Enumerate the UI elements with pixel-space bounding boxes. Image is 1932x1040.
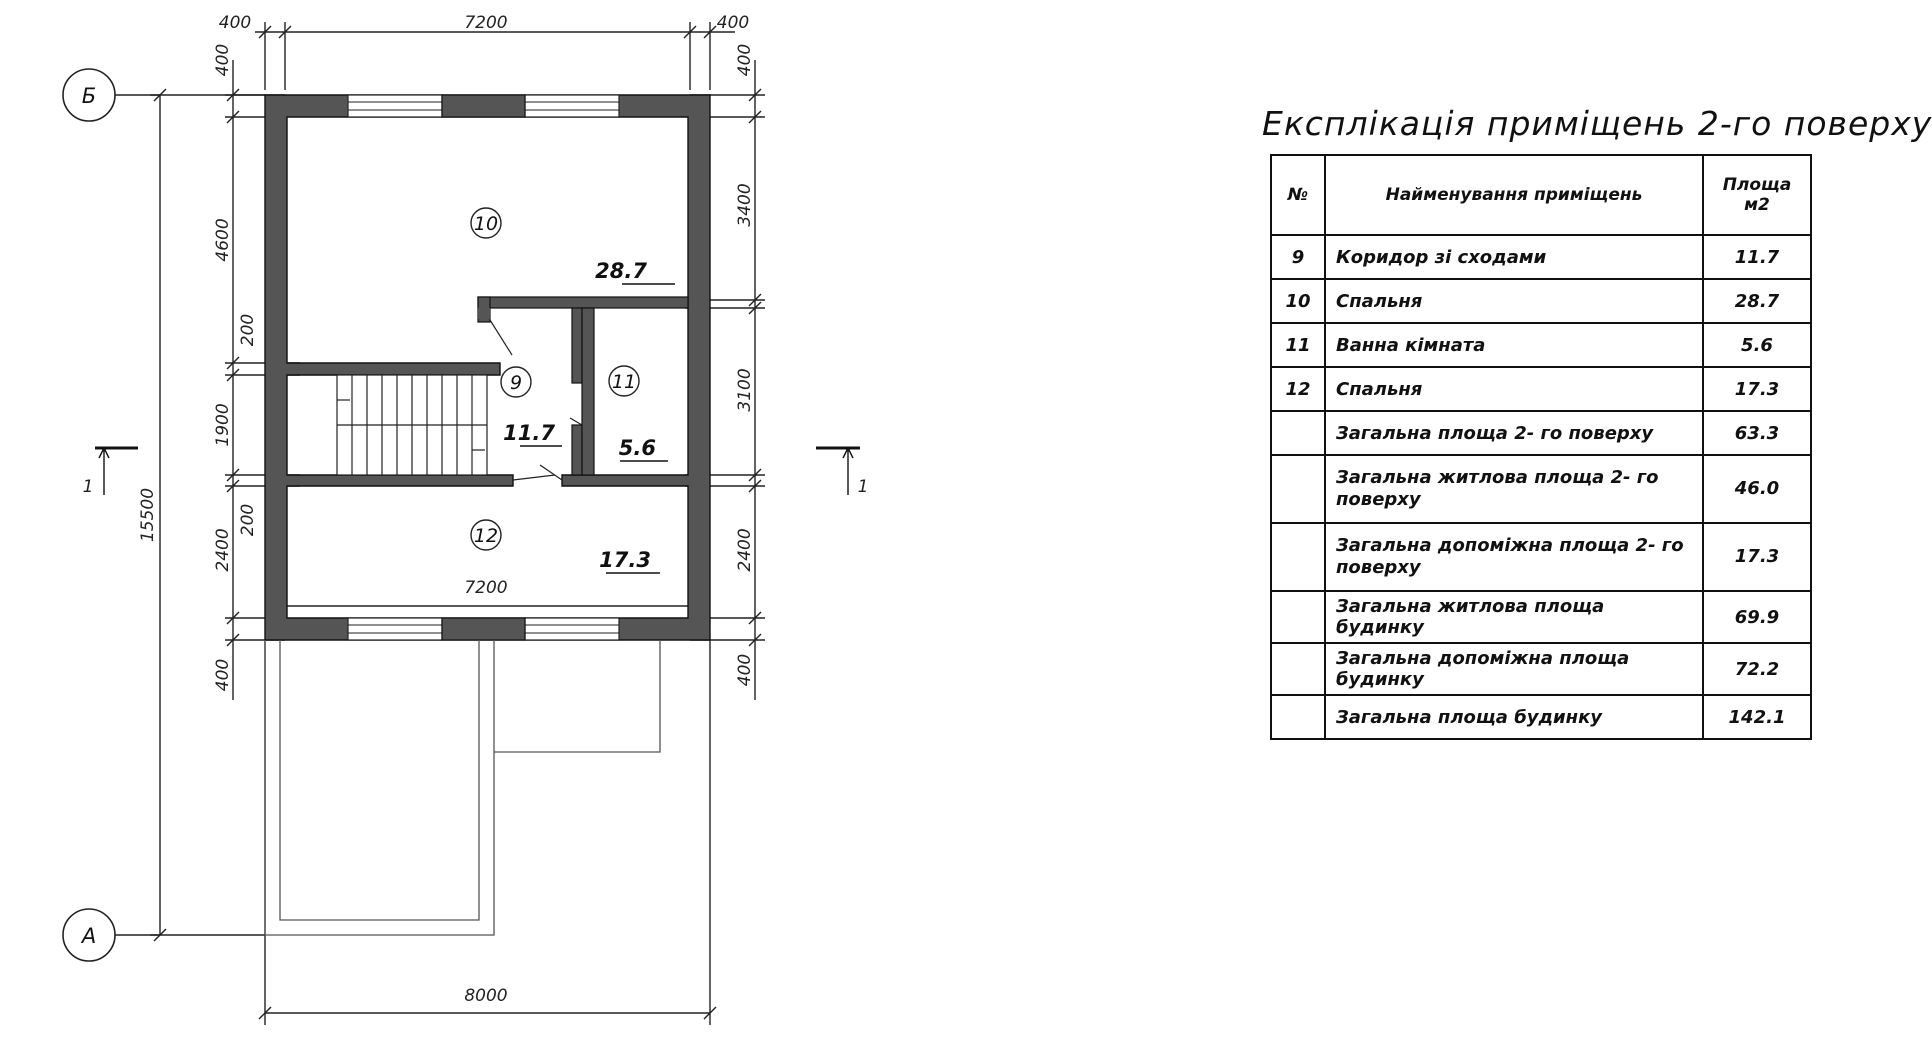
svg-text:400: 400	[735, 44, 755, 76]
staircase	[336, 374, 488, 476]
header-name: Найменування приміщень	[1324, 154, 1704, 236]
axis-bubble-b: Б	[62, 68, 116, 122]
svg-text:11: 11	[612, 371, 636, 393]
room-area-10: 28.7	[595, 259, 647, 283]
svg-text:400: 400	[219, 13, 251, 33]
table-row: Загальна допоміжна площа 2- го поверху 1…	[1270, 522, 1812, 592]
table-row: 9 Коридор зі сходами 11.7	[1270, 234, 1812, 280]
table-row: 10 Спальня 28.7	[1270, 278, 1812, 324]
table-row: Загальна площа 2- го поверху 63.3	[1270, 410, 1812, 456]
svg-text:9: 9	[510, 372, 522, 394]
walls	[264, 94, 711, 641]
svg-text:200: 200	[238, 314, 258, 346]
table-row: 12 Спальня 17.3	[1270, 366, 1812, 412]
section-mark-left	[95, 446, 138, 495]
svg-text:400: 400	[717, 13, 749, 33]
svg-text:2400: 2400	[213, 528, 233, 571]
svg-text:1900: 1900	[213, 403, 233, 446]
table-header-row: № Найменування приміщень Площа м2	[1270, 154, 1812, 236]
svg-text:3400: 3400	[735, 183, 755, 226]
room-area-9: 11.7	[503, 421, 555, 445]
svg-text:4600: 4600	[213, 218, 233, 261]
header-area: Площа м2	[1702, 154, 1812, 236]
svg-text:Б: Б	[82, 84, 96, 108]
room-tag-10: 10	[470, 207, 502, 239]
table-row: Загальна житлова площа 2- го поверху 46.…	[1270, 454, 1812, 524]
svg-text:10: 10	[474, 213, 498, 235]
svg-text:8000: 8000	[464, 986, 507, 1006]
explication-table: № Найменування приміщень Площа м2 9 Кори…	[1270, 154, 1812, 740]
section-label-right: 1	[858, 477, 869, 497]
room-area-12: 17.3	[599, 548, 651, 572]
table-row: Загальна допоміжна площа будинку 72.2	[1270, 642, 1812, 696]
table-row: 11 Ванна кімната 5.6	[1270, 322, 1812, 368]
table-row: Загальна площа будинку 142.1	[1270, 694, 1812, 740]
section-mark-right	[816, 446, 860, 495]
svg-text:А: А	[80, 924, 96, 948]
room-tag-12: 12	[470, 519, 502, 551]
svg-text:12: 12	[474, 525, 498, 547]
explication-title: Експлікація приміщень 2-го поверху	[1262, 104, 1932, 143]
room-area-11: 5.6	[619, 436, 656, 460]
room-tag-9: 9	[500, 366, 532, 398]
svg-text:400: 400	[213, 659, 233, 691]
windows	[347, 94, 620, 641]
svg-text:3100: 3100	[735, 368, 755, 411]
svg-text:15500: 15500	[138, 488, 158, 542]
svg-text:7200: 7200	[464, 13, 507, 33]
floor-plan: Б А 1 1	[62, 13, 869, 1025]
table-row: Загальна житлова площа будинку 69.9	[1270, 590, 1812, 644]
svg-text:400: 400	[735, 654, 755, 686]
svg-text:200: 200	[238, 504, 258, 536]
axis-bubble-a: А	[62, 908, 116, 962]
svg-text:400: 400	[213, 44, 233, 76]
terrace	[264, 640, 661, 936]
svg-text:2400: 2400	[735, 528, 755, 571]
svg-text:7200: 7200	[464, 578, 507, 598]
dimension-texts: 400 7200 400 7200 8000 400 4600 200 1900…	[138, 13, 755, 1006]
header-num: №	[1270, 154, 1326, 236]
room-tag-11: 11	[608, 365, 640, 397]
section-label-left: 1	[83, 477, 94, 497]
